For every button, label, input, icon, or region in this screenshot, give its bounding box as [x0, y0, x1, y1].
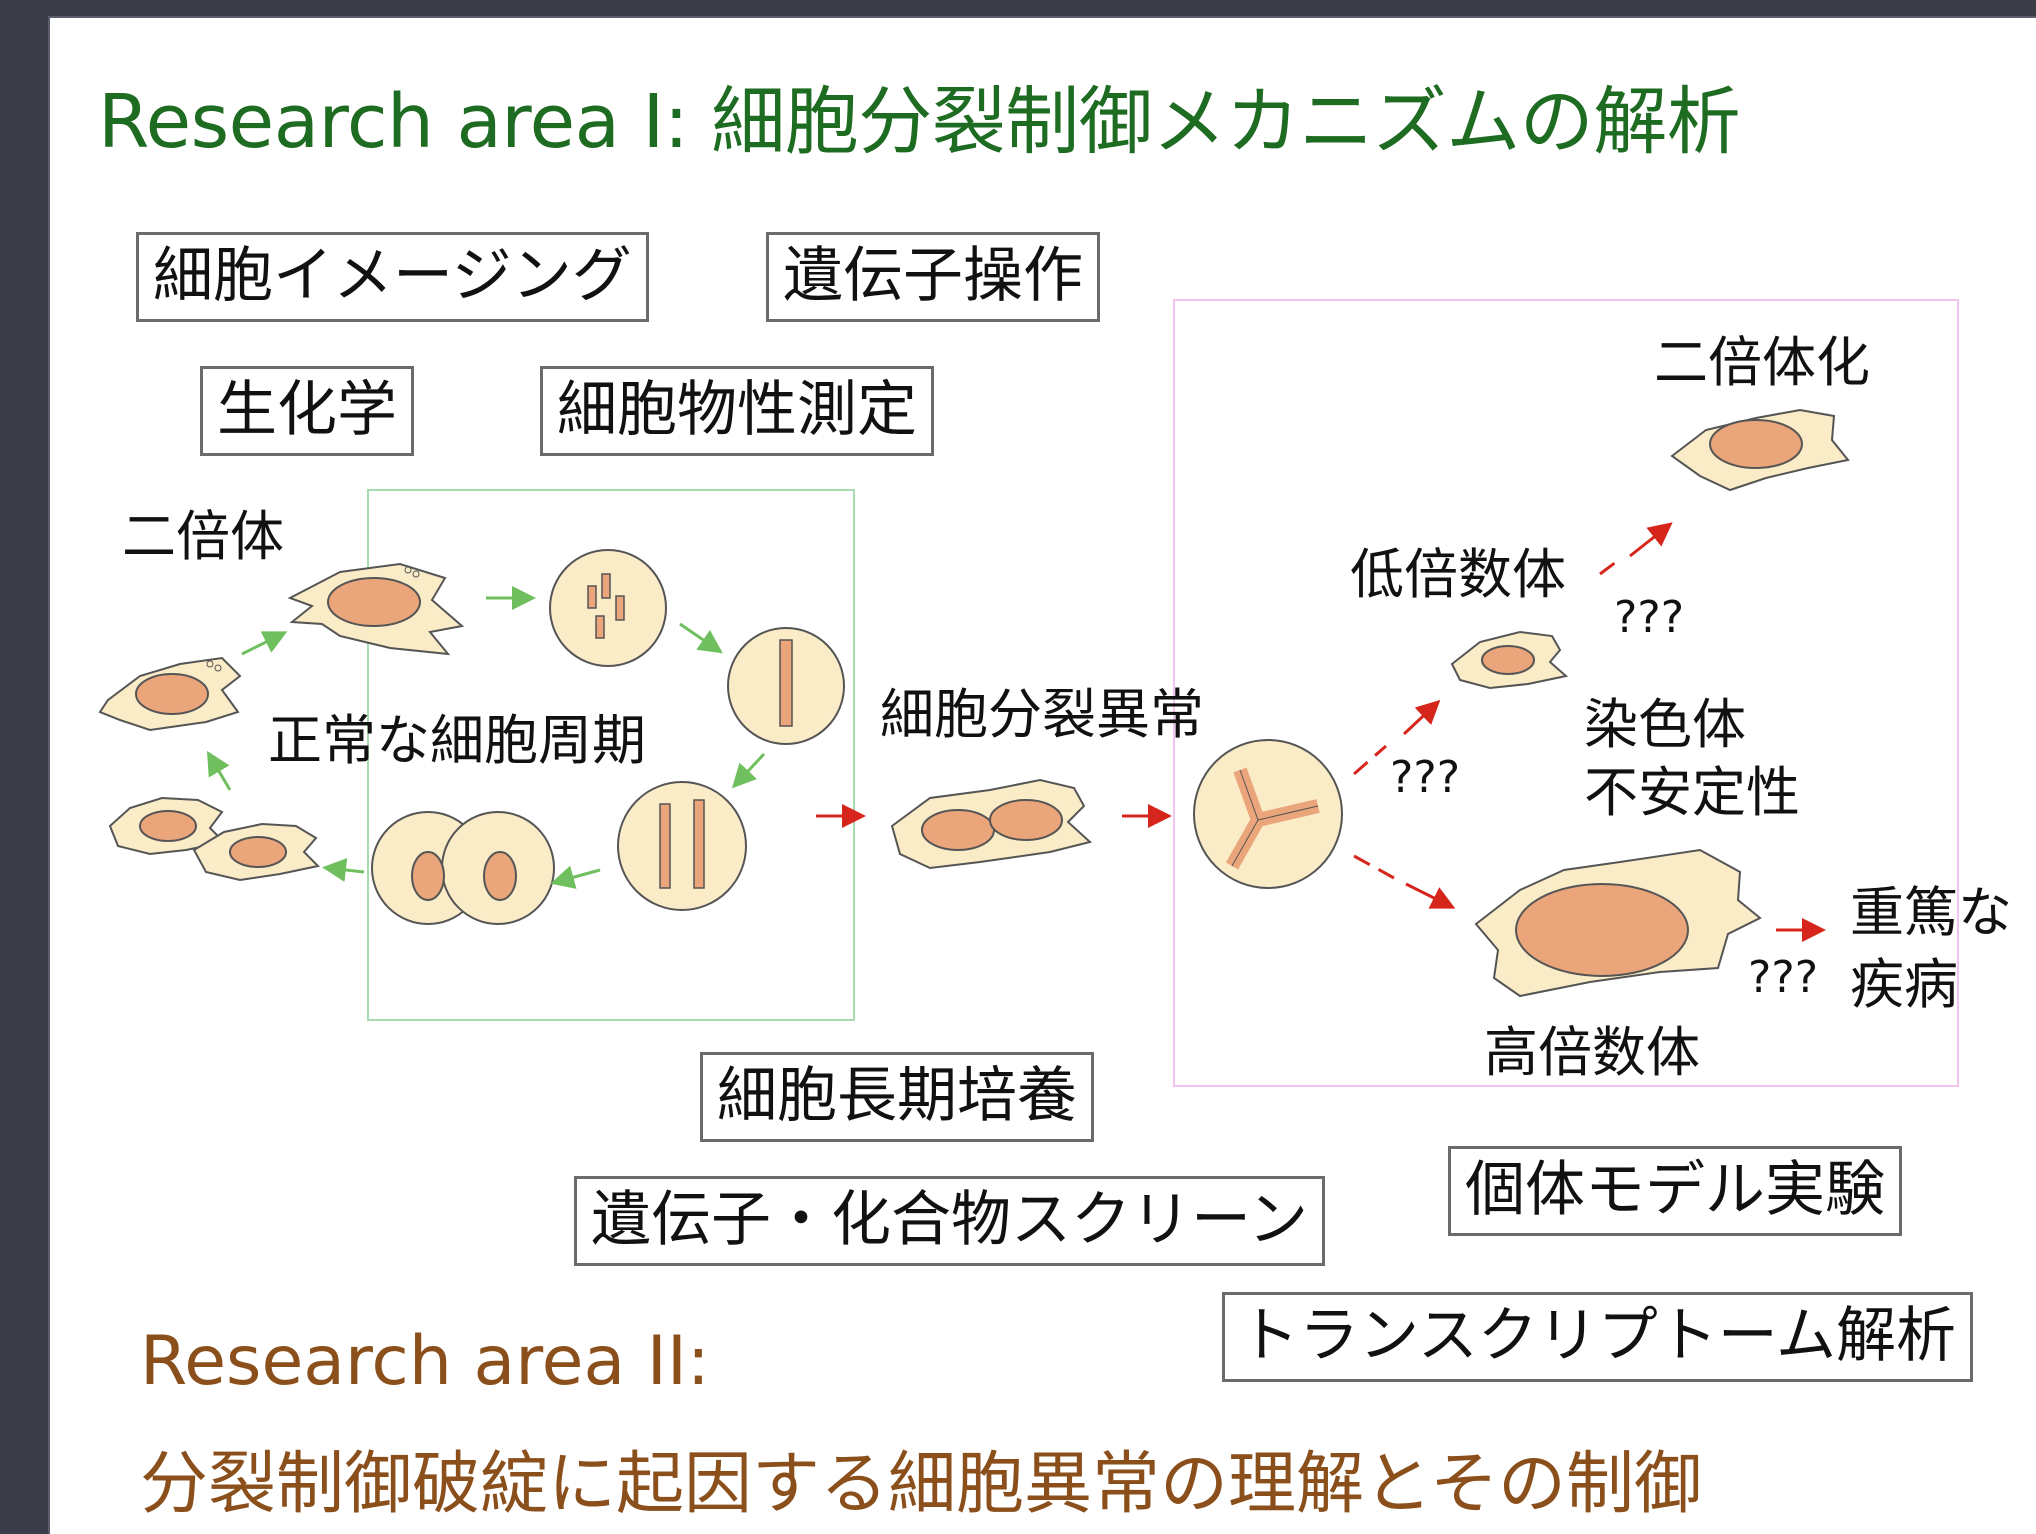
cell-low-ploidy [1450, 630, 1569, 690]
normal-cycle-box [367, 489, 855, 1021]
cell-multipolar [1193, 739, 1343, 889]
cell-cytokinesis [371, 811, 555, 925]
label-high-ploidy: 高倍数体 [1484, 1021, 1700, 1084]
area2-heading: Research area II: [140, 1322, 710, 1401]
label-serious-disease-2: 疾病 [1850, 953, 1958, 1016]
area2-subtitle: 分裂制御破綻に起因する細胞異常の理解とその制御 [140, 1445, 1702, 1524]
label-diploidization: 二倍体化 [1654, 331, 1870, 394]
label-normal-cycle: 正常な細胞周期 [268, 709, 646, 772]
label-unknown-disease: ??? [1748, 952, 1819, 1003]
label-unknown-low: ??? [1614, 592, 1685, 643]
technique-gene-manipulation: 遺伝子操作 [766, 232, 1100, 322]
technique-biochemistry: 生化学 [200, 366, 414, 456]
cell-binucleated [890, 778, 1093, 870]
cell-anaphase [617, 781, 747, 911]
cell-diploidized [1670, 408, 1850, 492]
abnormal-arrows [816, 522, 1826, 942]
cell-diploid-top [287, 562, 465, 656]
cell-high-ploidy [1474, 848, 1762, 998]
slide-title: Research area I: 細胞分裂制御メカニズムの解析 [98, 79, 1741, 165]
cell-metaphase [727, 627, 845, 745]
abnormal-outcomes-box [1173, 299, 1959, 1087]
label-serious-disease-1: 重篤な [1850, 881, 2012, 944]
label-chromosome-instability-2: 不安定性 [1584, 761, 1800, 824]
cell-daughters [108, 796, 321, 882]
technique-long-term-culture: 細胞長期培養 [700, 1052, 1094, 1142]
label-low-ploidy: 低倍数体 [1350, 543, 1566, 606]
label-unknown-branch: ??? [1390, 752, 1461, 803]
label-diploid: 二倍体 [122, 505, 284, 568]
cell-diploid-left [98, 656, 242, 732]
technique-imaging: 細胞イメージング [136, 232, 649, 322]
technique-biophysics: 細胞物性測定 [540, 366, 934, 456]
cycle-arrows [206, 586, 766, 889]
technique-transcriptome: トランスクリプトーム解析 [1222, 1292, 1973, 1382]
technique-screening: 遺伝子・化合物スクリーン [574, 1176, 1325, 1266]
label-division-error: 細胞分裂異常 [880, 683, 1204, 746]
cell-prophase [549, 549, 667, 667]
label-chromosome-instability-1: 染色体 [1584, 693, 1746, 756]
technique-animal-model: 個体モデル実験 [1448, 1146, 1902, 1236]
